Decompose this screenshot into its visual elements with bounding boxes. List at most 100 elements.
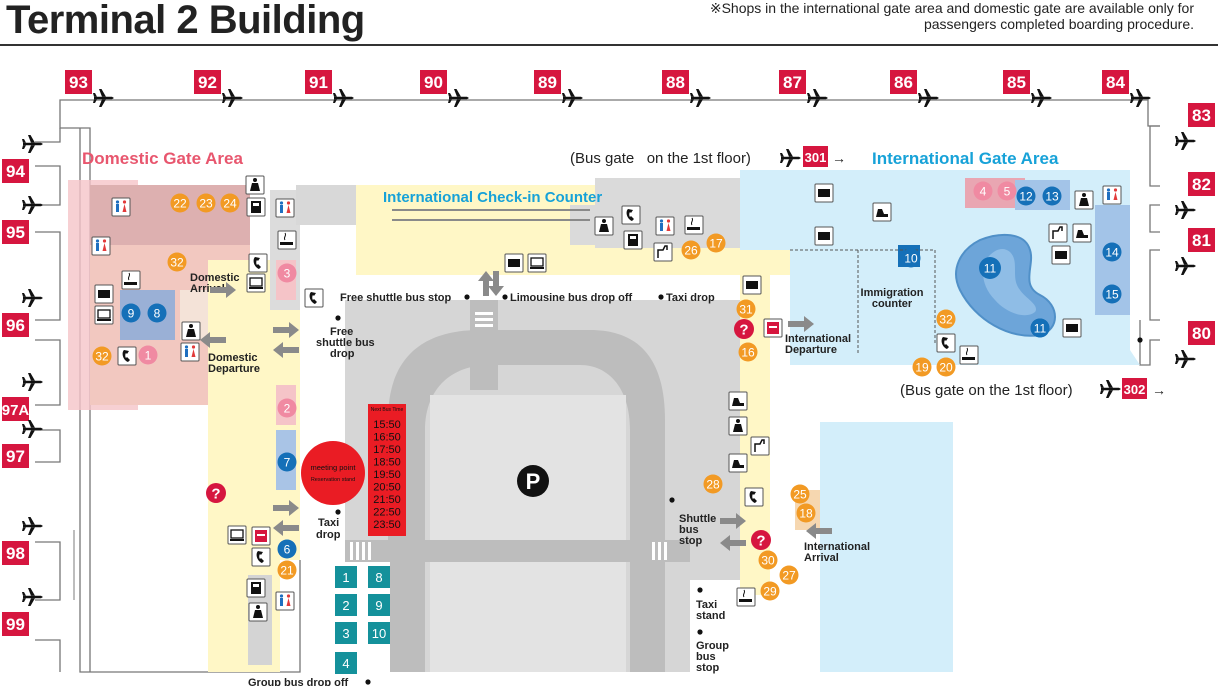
bus-bay-1[interactable]: 1 — [335, 566, 357, 588]
shop-number: 29 — [763, 585, 777, 599]
gate-97[interactable]: 97 — [2, 420, 43, 468]
shop-marker-15[interactable]: 15 — [1102, 284, 1122, 304]
gate-99[interactable]: 99 — [2, 588, 43, 636]
free-shuttle-stop-label: Free shuttle bus stop — [340, 292, 452, 304]
shop-marker-28[interactable]: 28 — [703, 474, 723, 494]
bus-bay-number: 2 — [342, 598, 349, 613]
shop-number: 16 — [741, 346, 755, 360]
plane-icon — [1175, 350, 1196, 368]
water-icon — [750, 436, 770, 456]
bus-bay-2[interactable]: 2 — [335, 594, 357, 616]
shop-marker-9[interactable]: 9 — [121, 303, 141, 323]
shop-marker-1[interactable]: 1 — [138, 345, 158, 365]
shop-marker-19[interactable]: 19 — [912, 357, 932, 377]
shop-marker-17[interactable]: 17 — [706, 233, 726, 253]
tv-icon — [504, 253, 524, 273]
gate-90[interactable]: 90 — [420, 70, 469, 107]
shop-marker-10[interactable]: 10 — [901, 248, 921, 268]
shop-number: 15 — [1105, 288, 1119, 302]
shop-number: 14 — [1105, 246, 1119, 260]
group-stop-label-1: Group — [696, 640, 729, 652]
shop-number: 28 — [706, 478, 720, 492]
phone-icon — [744, 487, 764, 507]
gate-83[interactable]: 83 — [1175, 103, 1215, 150]
international-departure-label-1: International — [785, 333, 851, 345]
gate-95[interactable]: 95 — [2, 196, 43, 244]
shop-marker-7[interactable]: 7 — [277, 452, 297, 472]
gate-89[interactable]: 89 — [534, 70, 583, 107]
gate-96[interactable]: 96 — [2, 289, 43, 337]
shop-number: 4 — [980, 185, 987, 199]
domestic-area-title: Domestic Gate Area — [82, 149, 243, 168]
immigration-label-2: counter — [872, 298, 913, 310]
computer-icon — [227, 525, 247, 545]
gate-92[interactable]: 92 — [194, 70, 243, 107]
shop-marker-16[interactable]: 16 — [738, 342, 758, 362]
shop-marker-32[interactable]: 32 — [167, 252, 187, 272]
info-icon[interactable]: ? — [734, 319, 754, 339]
gate-80[interactable]: 80 — [1175, 321, 1215, 368]
gate-81[interactable]: 81 — [1175, 228, 1215, 275]
bus-gate-south-number: 302 — [1124, 382, 1146, 397]
plane-icon — [93, 89, 114, 107]
bus-bay-3[interactable]: 3 — [335, 622, 357, 644]
shop-marker-18[interactable]: 18 — [796, 503, 816, 523]
shop-marker-21[interactable]: 21 — [277, 560, 297, 580]
shop-marker-3[interactable]: 3 — [277, 263, 297, 283]
plane-icon — [448, 89, 469, 107]
restroom-icon — [1102, 185, 1122, 205]
gate-87[interactable]: 87 — [779, 70, 828, 107]
shop-marker-23[interactable]: 23 — [196, 193, 216, 213]
plane-icon — [780, 149, 801, 167]
gate-97A[interactable]: 97A — [2, 373, 43, 421]
gate-86[interactable]: 86 — [890, 70, 939, 107]
gate-98[interactable]: 98 — [2, 517, 43, 565]
atm-icon — [246, 578, 266, 598]
shop-marker-11[interactable]: 11 — [1030, 318, 1050, 338]
bus-bay-8[interactable]: 8 — [368, 566, 390, 588]
shop-marker-20[interactable]: 20 — [936, 357, 956, 377]
bus-bay-4[interactable]: 4 — [335, 652, 357, 674]
parking-letter: P — [526, 469, 541, 494]
shop-number: 11 — [984, 262, 997, 276]
shop-marker-22[interactable]: 22 — [170, 193, 190, 213]
info-icon[interactable]: ? — [751, 530, 771, 550]
taxi-drop-top-label: Taxi drop — [666, 292, 715, 304]
shop-marker-11[interactable]: 11 — [979, 257, 1001, 279]
shop-marker-12[interactable]: 12 — [1016, 186, 1036, 206]
timetable-header: Next Bus Time — [371, 407, 404, 413]
bus-bay-10[interactable]: 10 — [368, 622, 390, 644]
meeting-point-marker[interactable] — [301, 441, 365, 505]
gate-91[interactable]: 91 — [305, 70, 354, 107]
plane-icon — [22, 517, 43, 535]
shop-marker-6[interactable]: 6 — [277, 539, 297, 559]
gate-85[interactable]: 85 — [1003, 70, 1052, 107]
shop-marker-27[interactable]: 27 — [779, 565, 799, 585]
shop-marker-29[interactable]: 29 — [760, 581, 780, 601]
shop-marker-8[interactable]: 8 — [147, 303, 167, 323]
restroom-icon — [180, 342, 200, 362]
gate-88[interactable]: 88 — [662, 70, 711, 107]
facility-pictograms — [91, 175, 1122, 622]
shop-marker-5[interactable]: 5 — [997, 181, 1017, 201]
shop-marker-30[interactable]: 30 — [758, 550, 778, 570]
shop-marker-32[interactable]: 32 — [92, 346, 112, 366]
shop-marker-14[interactable]: 14 — [1102, 242, 1122, 262]
shop-marker-13[interactable]: 13 — [1042, 186, 1062, 206]
free-shuttle-drop-label-2: shuttle bus — [316, 337, 375, 349]
shop-marker-26[interactable]: 26 — [681, 240, 701, 260]
shop-marker-32[interactable]: 32 — [936, 309, 956, 329]
gate-93[interactable]: 93 — [65, 70, 114, 107]
info-icon[interactable]: ? — [206, 483, 226, 503]
shop-marker-2[interactable]: 2 — [277, 398, 297, 418]
bus-bay-9[interactable]: 9 — [368, 594, 390, 616]
gate-82[interactable]: 82 — [1175, 172, 1215, 219]
shop-marker-25[interactable]: 25 — [790, 484, 810, 504]
gate-94[interactable]: 94 — [2, 135, 43, 183]
shop-marker-4[interactable]: 4 — [973, 181, 993, 201]
gate-84[interactable]: 84 — [1102, 70, 1151, 107]
plane-icon — [222, 89, 243, 107]
gate-number: 93 — [69, 73, 88, 92]
shop-marker-31[interactable]: 31 — [736, 299, 756, 319]
shop-marker-24[interactable]: 24 — [220, 193, 240, 213]
